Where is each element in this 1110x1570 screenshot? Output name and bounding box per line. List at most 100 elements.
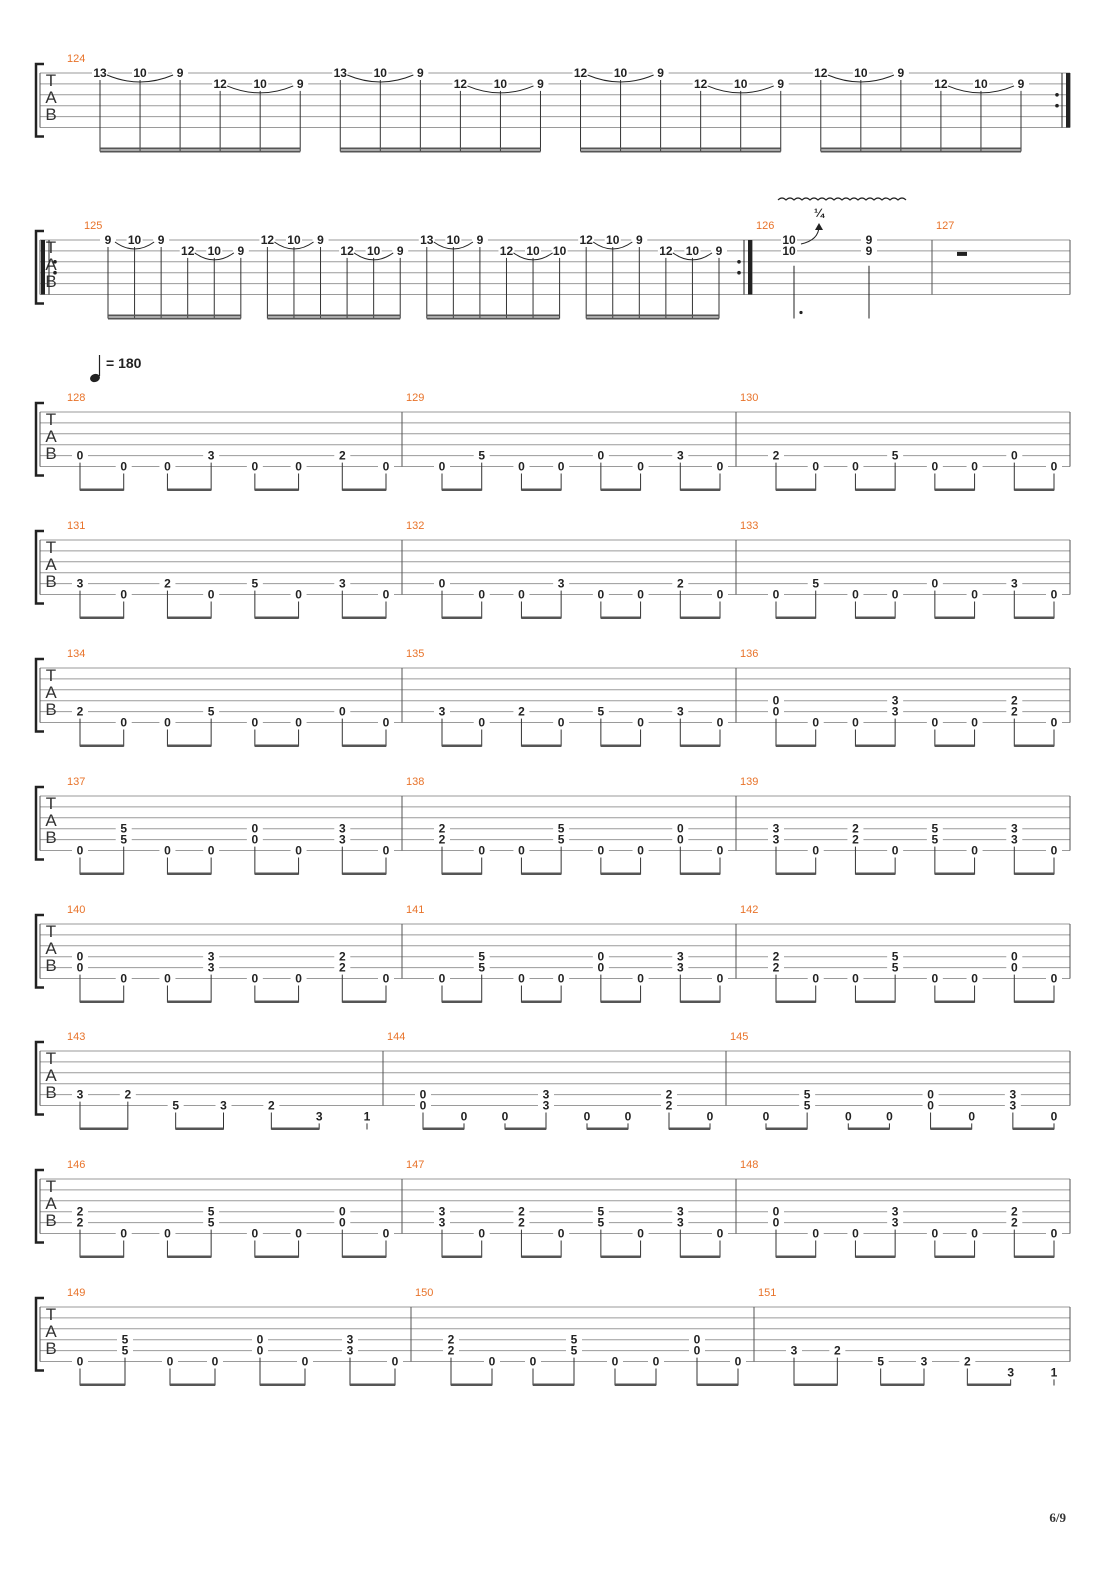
fret-number: 9 [1018,77,1025,91]
beam [600,872,641,875]
fret-bg [966,972,983,984]
fret-number: 0 [392,1355,399,1369]
fret-bg [246,716,263,728]
beam [167,744,212,747]
fret-bg [632,716,649,728]
fret-bg [732,77,749,89]
fret-bg [259,234,276,245]
measure-number: 132 [406,520,424,532]
fret-bg [926,460,943,472]
fret-number: 0 [763,1109,770,1123]
fret-number: 2 [339,449,346,463]
beam [586,317,719,320]
fret-number: 0 [252,833,259,847]
fret-bg [392,244,409,256]
fret-bg [692,77,709,89]
fret-number: 13 [334,66,348,80]
fret-bg [887,588,904,600]
beam [442,616,482,619]
system-bracket [34,1296,44,1372]
fret-bg [232,244,249,256]
fret-number: 0 [598,950,605,964]
fret-bg [513,460,530,472]
slur-arc [114,241,155,250]
fret-bg [492,77,509,89]
tab-clef-letter: A [45,1066,57,1085]
fret-bg [768,705,784,717]
fret-bg [334,833,351,845]
fret-number: 0 [707,1109,714,1123]
fret-bg [290,972,307,984]
fret-number: 0 [257,1344,264,1358]
fret-bg [887,449,904,461]
fret-number: 0 [717,716,724,730]
beam [1014,872,1054,875]
fret-number: 0 [773,588,780,602]
fret-number: 0 [677,822,684,836]
fret-bg [1006,705,1023,717]
fret-bg [926,1227,943,1239]
fret-number: 2 [852,833,859,847]
beam [442,872,482,875]
fret-bg [290,844,307,856]
fret-number: 5 [571,1333,578,1347]
fret-bg [159,716,176,728]
beam [80,488,124,491]
fret-bg [434,1205,450,1217]
fret-number: 0 [694,1344,701,1358]
fret-bg [285,234,302,245]
measure-number: 136 [740,648,758,660]
system-bracket [34,1168,44,1244]
fret-bg [203,705,220,717]
fret-number: 0 [1051,844,1058,858]
fret-number: 0 [927,1088,934,1102]
fret-number: 0 [295,460,302,474]
beam [80,1383,125,1386]
tab-clef-letter: B [45,1211,56,1230]
fret-bg [807,460,824,472]
beam [880,1383,924,1386]
slur-arc [226,85,294,94]
fret-bg [378,972,394,984]
fret-number: 0 [625,1109,632,1123]
fret-number: 0 [558,972,565,986]
beam [934,1000,975,1003]
fret-number: 0 [383,1227,390,1241]
fret-bg [926,716,943,728]
fret-number: 2 [1011,1205,1018,1219]
fret-bg [799,1088,816,1100]
fret-number: 0 [1011,950,1018,964]
beam [350,1383,395,1386]
beam [669,1127,710,1130]
tab-clef-letter: T [46,410,56,429]
fret-number: 12 [261,233,275,247]
beam [934,872,975,875]
fret-bg [932,77,949,89]
slur-arc [827,74,895,83]
system-bracket [34,401,44,477]
fret-bg [768,833,784,845]
fret-bg [840,1110,857,1122]
fret-bg [672,1205,689,1217]
fret-number: 0 [77,961,84,975]
fret-number: 5 [120,822,127,836]
fret-bg [292,77,309,89]
fret-bg [445,234,462,245]
system-bracket [34,62,44,138]
beam [521,872,562,875]
fret-number: 12 [213,77,227,91]
fret-bg [781,234,797,245]
fret-bg [378,844,394,856]
beam [260,1383,305,1386]
fret-number: 0 [932,460,939,474]
fret-bg [926,577,943,589]
fret-number: 0 [558,1227,565,1241]
fret-number: 3 [558,577,565,591]
fret-bg [72,577,88,589]
measure-number: 148 [740,1159,758,1171]
